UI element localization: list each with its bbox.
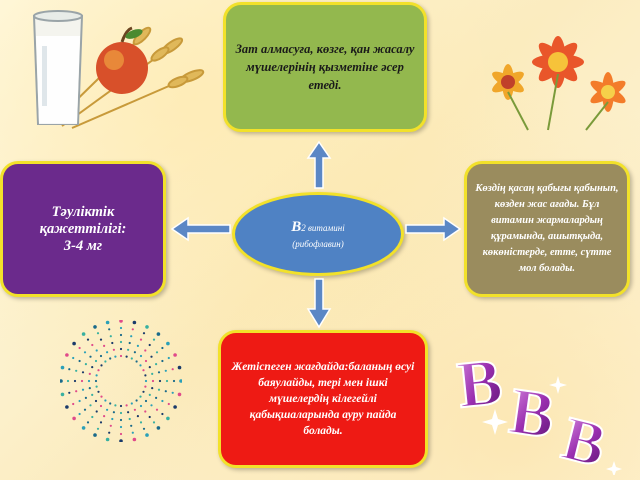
sources-box: Көздің қасаң қабығы қабынып, көзден жас … bbox=[464, 161, 630, 297]
daily-requirement-value: 3-4 мг bbox=[63, 237, 103, 254]
effects-box: Зат алмасуға, көзге, қан жасалу мүшелері… bbox=[223, 2, 427, 132]
arrow-down-icon bbox=[306, 278, 332, 329]
starburst-icon bbox=[60, 320, 182, 442]
sparkle-icon bbox=[482, 376, 622, 475]
flowers-icon bbox=[492, 36, 626, 131]
deficiency-box: Жетіспеген жағдайда:баланың өсуі баяулай… bbox=[218, 330, 428, 468]
sources-text: Көздің қасаң қабығы қабынып, көзден жас … bbox=[475, 183, 619, 274]
daily-requirement-label-1: Тәуліктік bbox=[51, 203, 115, 220]
bbb-letters-image: B B B bbox=[453, 344, 622, 475]
center-title-letter: B bbox=[291, 219, 302, 235]
apple-icon bbox=[96, 26, 148, 94]
daily-requirement-label-2: қажеттілігі: bbox=[39, 220, 127, 237]
effects-text: Зат алмасуға, көзге, қан жасалу мүшелері… bbox=[235, 42, 415, 92]
bbb-letter-2: B bbox=[505, 374, 559, 452]
milk-apple-wheat-image bbox=[32, 10, 205, 129]
flowers-image bbox=[492, 36, 626, 131]
bbb-letter-1: B bbox=[454, 345, 505, 422]
center-title: B2 витамині bbox=[291, 219, 345, 236]
deficiency-text: Жетіспеген жағдайда:баланың өсуі баяулай… bbox=[231, 361, 415, 437]
bbb-letter-3: B bbox=[556, 404, 613, 475]
daily-requirement-box: Тәуліктік қажеттілігі: 3-4 мг bbox=[0, 161, 166, 297]
arrow-left-icon bbox=[170, 216, 231, 242]
arrow-up-icon bbox=[306, 140, 332, 189]
milk-glass-icon bbox=[32, 10, 84, 125]
center-title-rest: 2 витамині bbox=[301, 223, 345, 233]
arrow-right-icon bbox=[405, 216, 462, 242]
vitamin-b2-center: B2 витамині (рибофлавин) bbox=[232, 192, 404, 276]
center-subtitle: (рибофлавин) bbox=[292, 239, 344, 249]
